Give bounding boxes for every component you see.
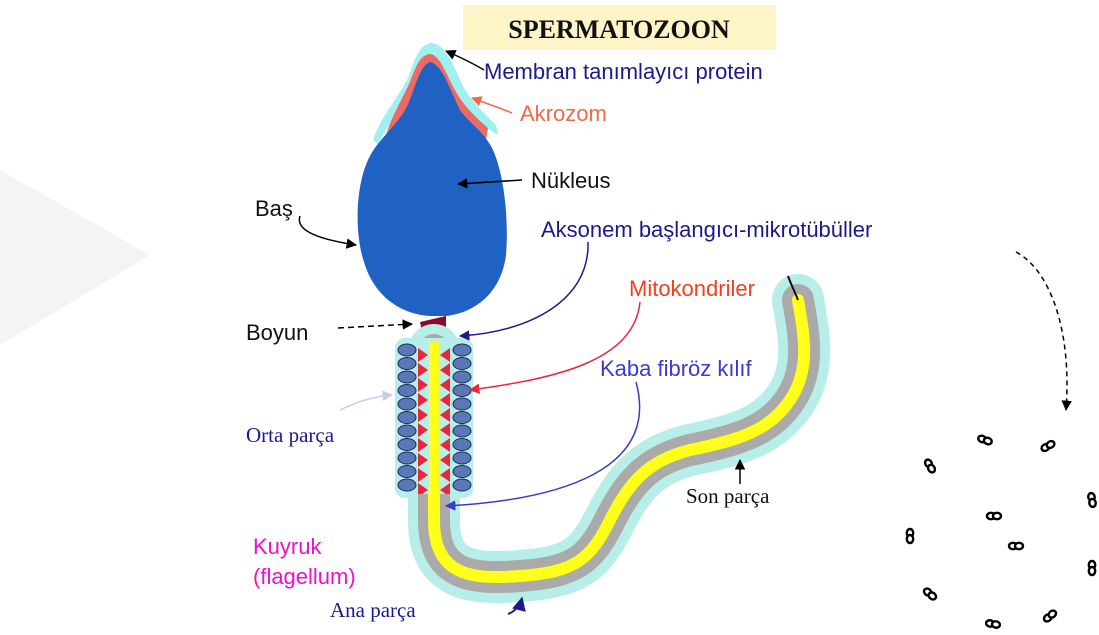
label-principal-piece: Ana parça bbox=[330, 598, 416, 622]
mitochondrion-oval bbox=[398, 385, 416, 397]
diagram-title: SPERMATOZOON bbox=[508, 15, 730, 44]
label-neck: Boyun bbox=[246, 320, 308, 345]
label-acrosome: Akrozom bbox=[520, 101, 607, 126]
label-midpiece: Orta parça bbox=[246, 423, 335, 447]
mitochondrion-oval bbox=[398, 439, 416, 451]
small-sperm-head bbox=[986, 620, 1001, 629]
mitochondrion-oval bbox=[398, 398, 416, 410]
label-membrane-protein: Membran tanımlayıcı protein bbox=[484, 59, 763, 84]
mitochondrion-oval bbox=[453, 412, 471, 424]
mitochondrion-oval bbox=[453, 371, 471, 383]
mitochondrion-oval bbox=[453, 466, 471, 478]
label-end-piece: Son parça bbox=[686, 484, 770, 508]
sperm-cluster bbox=[907, 435, 1097, 629]
mitochondrion-oval bbox=[398, 466, 416, 478]
small-sperm-head bbox=[1089, 561, 1095, 575]
small-sperm-head bbox=[907, 529, 913, 543]
mitochondrion-oval bbox=[453, 439, 471, 451]
small-sperm-head bbox=[977, 435, 992, 446]
mitochondrion-oval bbox=[398, 479, 416, 491]
label-tail: Kuyruk bbox=[253, 534, 322, 559]
mitochondrion-oval bbox=[453, 385, 471, 397]
mitochondrion-oval bbox=[398, 344, 416, 356]
watermark-shape bbox=[0, 170, 150, 345]
mitochondrion-oval bbox=[453, 479, 471, 491]
small-sperm-head bbox=[1043, 609, 1058, 623]
mitochondrion-oval bbox=[453, 358, 471, 370]
mitochondrion-oval bbox=[453, 398, 471, 410]
label-flagellum: (flagellum) bbox=[253, 564, 356, 589]
arrow-midpiece bbox=[340, 395, 392, 410]
mitochondrion-oval bbox=[398, 452, 416, 464]
arrow-neck bbox=[338, 324, 412, 328]
label-nucleus: Nükleus bbox=[531, 168, 610, 193]
mitochondrion-oval bbox=[398, 371, 416, 383]
small-sperm-head bbox=[1040, 440, 1055, 453]
mitochondrion-oval bbox=[453, 452, 471, 464]
mitochondrion-oval bbox=[398, 358, 416, 370]
midpiece-axoneme bbox=[429, 342, 439, 494]
small-sperm-head bbox=[1088, 493, 1097, 508]
mitochondrion-oval bbox=[398, 425, 416, 437]
mitochondrion-oval bbox=[453, 425, 471, 437]
small-sperm-head bbox=[1009, 543, 1023, 549]
small-sperm-head bbox=[923, 587, 938, 601]
arrow-head bbox=[299, 216, 356, 245]
label-fibrous-sheath: Kaba fibröz kılıf bbox=[600, 356, 753, 381]
label-head: Baş bbox=[255, 196, 293, 221]
small-sperm-head bbox=[924, 458, 937, 473]
mitochondrion-oval bbox=[398, 412, 416, 424]
arrow-to-cluster bbox=[1016, 252, 1067, 410]
nucleus bbox=[358, 62, 507, 316]
small-sperm-head bbox=[987, 513, 1001, 519]
label-axoneme: Aksonem başlangıcı-mikrotübüller bbox=[541, 217, 872, 242]
label-mitochondria: Mitokondriler bbox=[629, 276, 755, 301]
mitochondrion-oval bbox=[453, 344, 471, 356]
